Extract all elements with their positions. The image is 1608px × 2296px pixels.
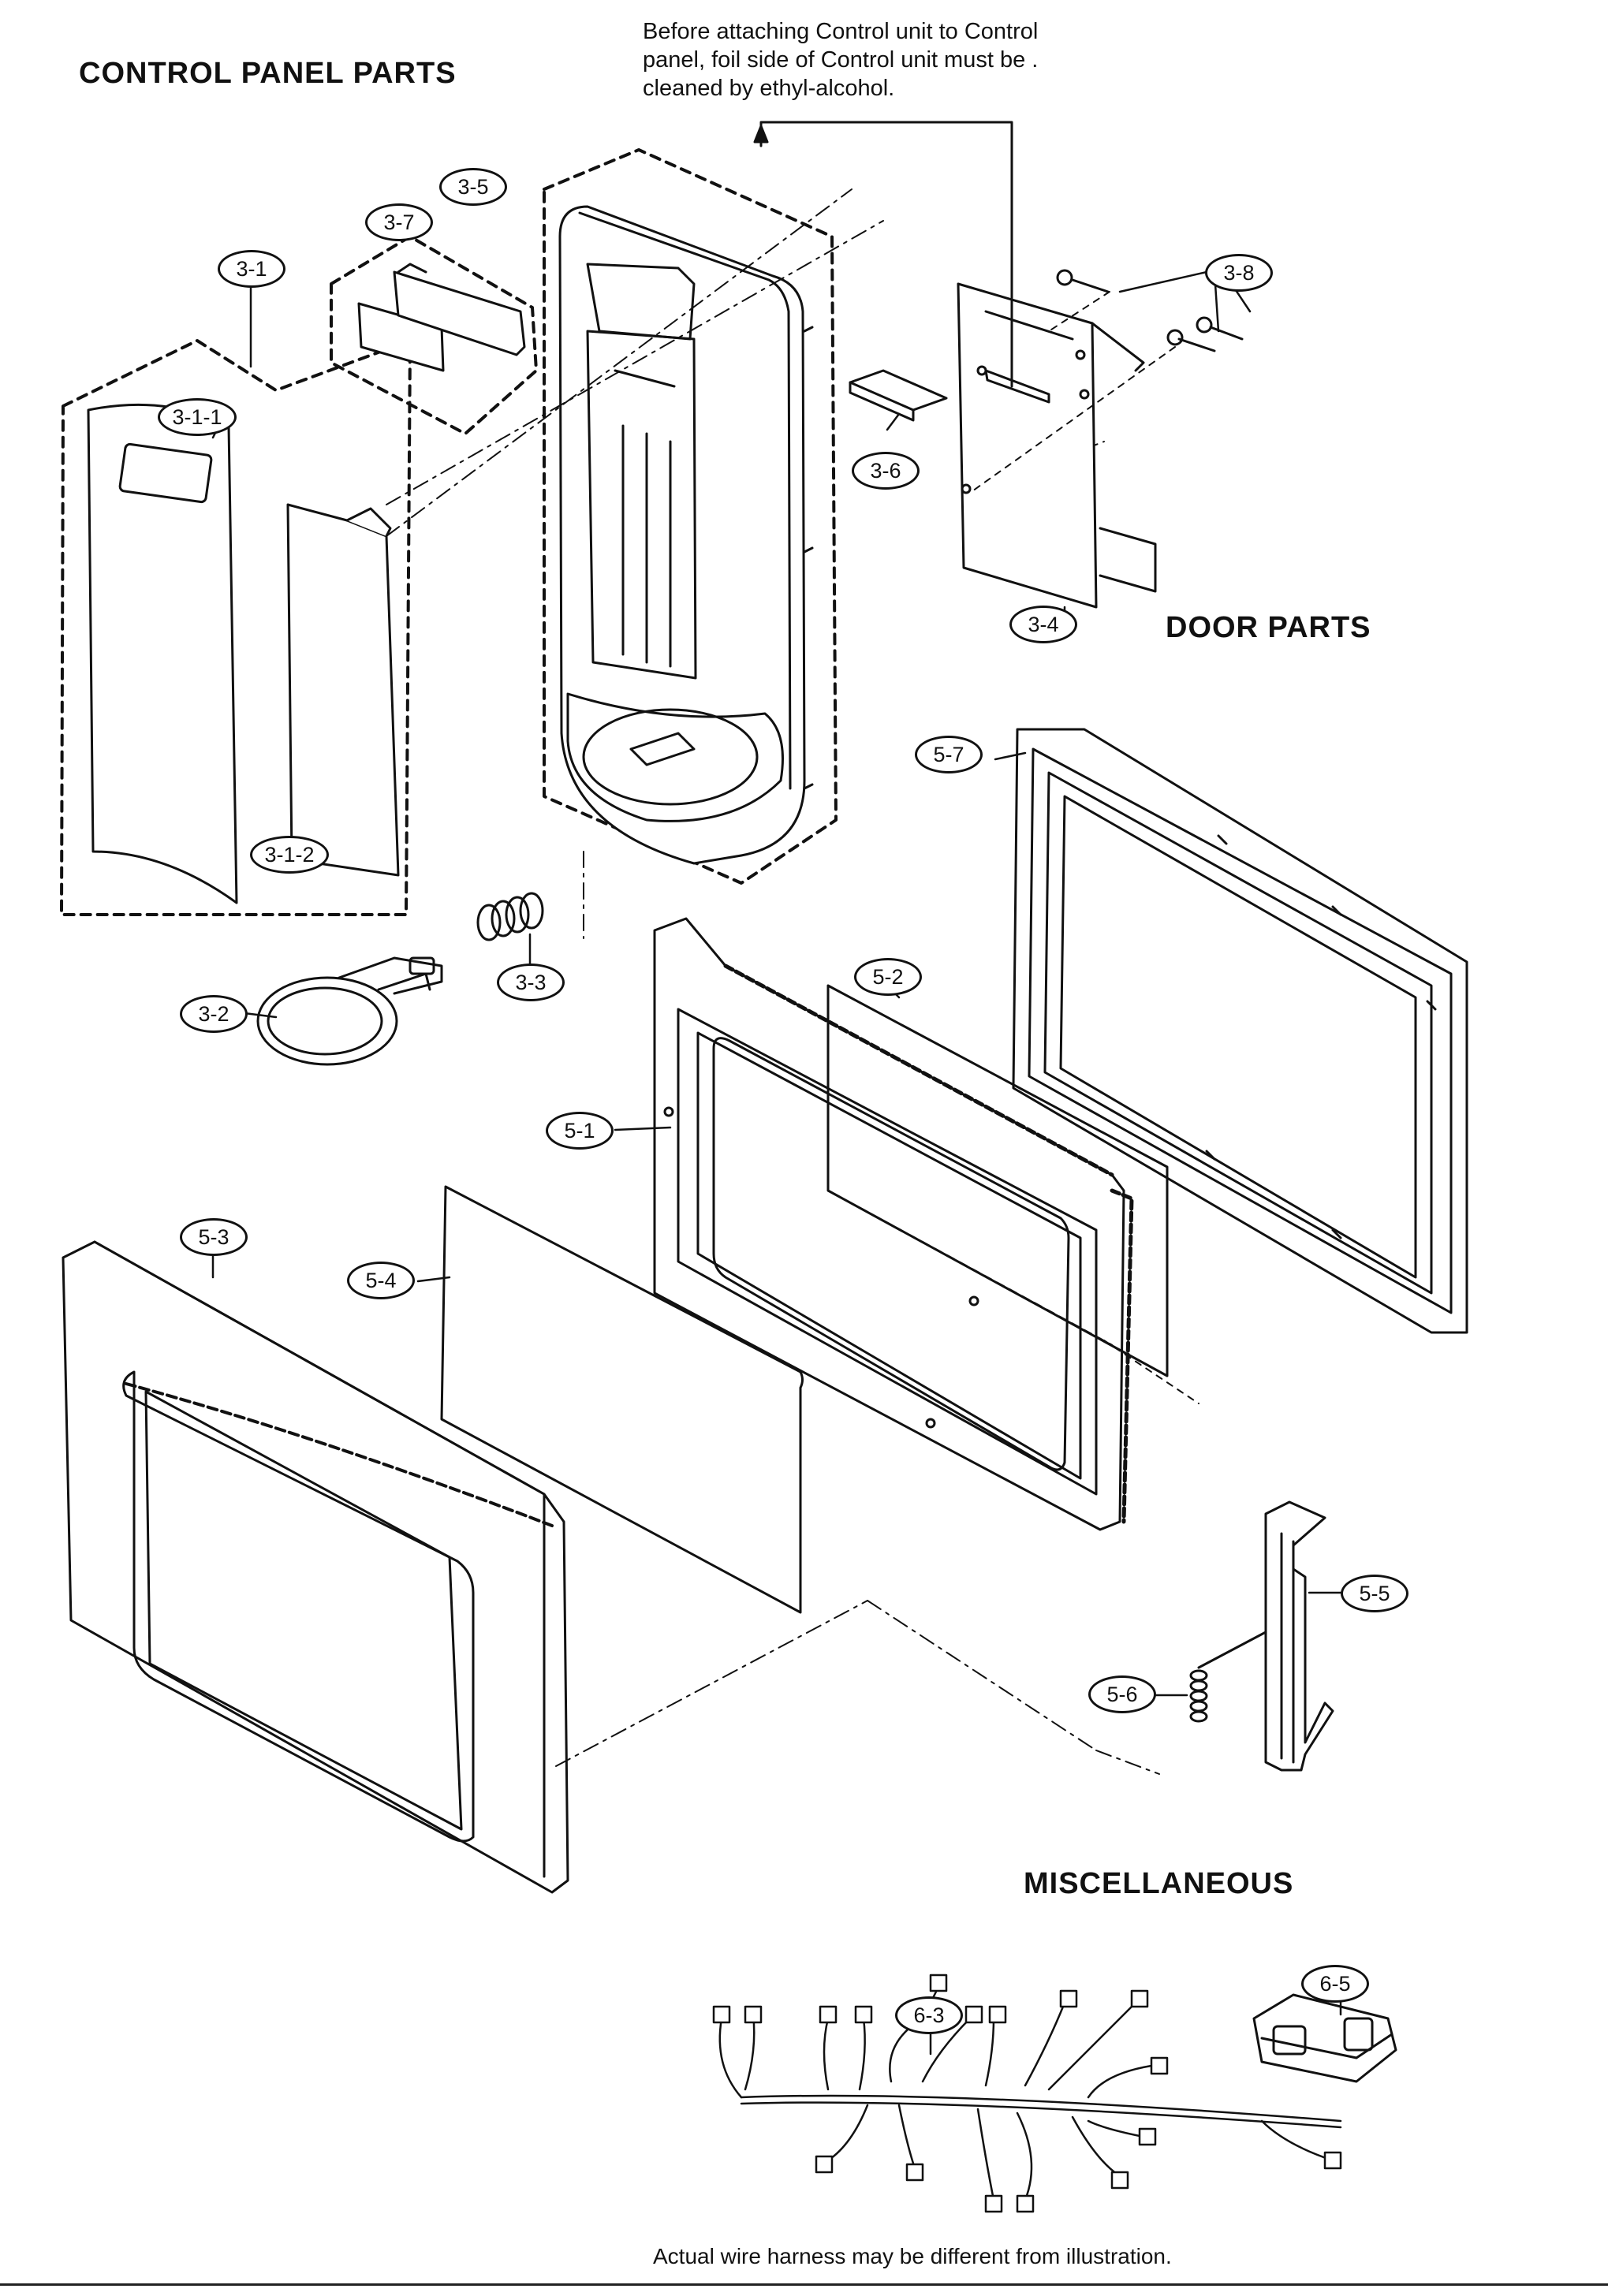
callout-5-6: 5-6 [1088,1675,1156,1713]
door-outer-5-3 [62,1240,569,1894]
cleaning-note-line-3: cleaned by ethyl-alcohol. [643,76,895,101]
bracket-3-5 [393,270,526,356]
knob-3-2 [256,956,443,1066]
control-panel-body [558,205,806,865]
callout-3-2: 3-2 [180,995,248,1033]
sheet-window [118,442,213,504]
panel-sheet-3-1-2 [286,503,400,877]
door-screen-5-2 [826,984,1169,1377]
group-outline-control-panel [543,148,838,885]
page-bottom-rule [0,2283,1608,2286]
screws-3-8 [1056,269,1244,352]
cleaning-note-line-2: panel, foil side of Control unit must be… [643,47,1039,73]
spring-3-3 [476,892,544,941]
callout-5-2: 5-2 [854,958,922,996]
panel-sheet-3-1-1 [87,403,238,904]
choke-cover-5-7 [1012,728,1468,1334]
wire-harness-6-3 [712,1974,1342,2213]
callout-3-8: 3-8 [1205,254,1273,292]
callout-3-5: 3-5 [439,168,507,206]
callout-5-3: 5-3 [180,1218,248,1256]
harness-footnote: Actual wire harness may be different fro… [653,2244,1172,2268]
callout-3-7: 3-7 [365,203,433,241]
callout-6-5: 6-5 [1301,1965,1369,2003]
callout-6-3: 6-3 [895,1996,963,2034]
callout-3-3: 3-3 [497,964,565,1001]
cleaning-note: Before attaching Control unit to Control… [643,17,1038,102]
control-unit-3-4 [957,282,1098,609]
cleaning-note-line-1: Before attaching Control unit to Control [643,19,1039,44]
callout-3-1: 3-1 [218,250,285,288]
latch-head-5-5 [1264,1500,1334,1772]
section-title-misc: MISCELLANEOUS [1024,1867,1294,1900]
callout-5-7: 5-7 [915,736,983,773]
callout-5-4: 5-4 [347,1262,415,1299]
callout-5-1: 5-1 [546,1112,614,1150]
callout-3-6: 3-6 [852,452,920,490]
callout-3-1-1: 3-1-1 [158,398,237,436]
latch-spring-5-6 [1189,1631,1267,1723]
callout-3-4: 3-4 [1009,606,1077,643]
callout-3-1-2: 3-1-2 [250,836,329,874]
door-sheet-5-4 [440,1185,804,1614]
switch-6-5 [1252,1993,1397,2083]
section-title-control-panel: CONTROL PANEL PARTS [79,57,457,90]
section-title-door: DOOR PARTS [1166,611,1371,644]
callout-5-5: 5-5 [1341,1575,1408,1612]
pad-3-6 [849,369,948,412]
